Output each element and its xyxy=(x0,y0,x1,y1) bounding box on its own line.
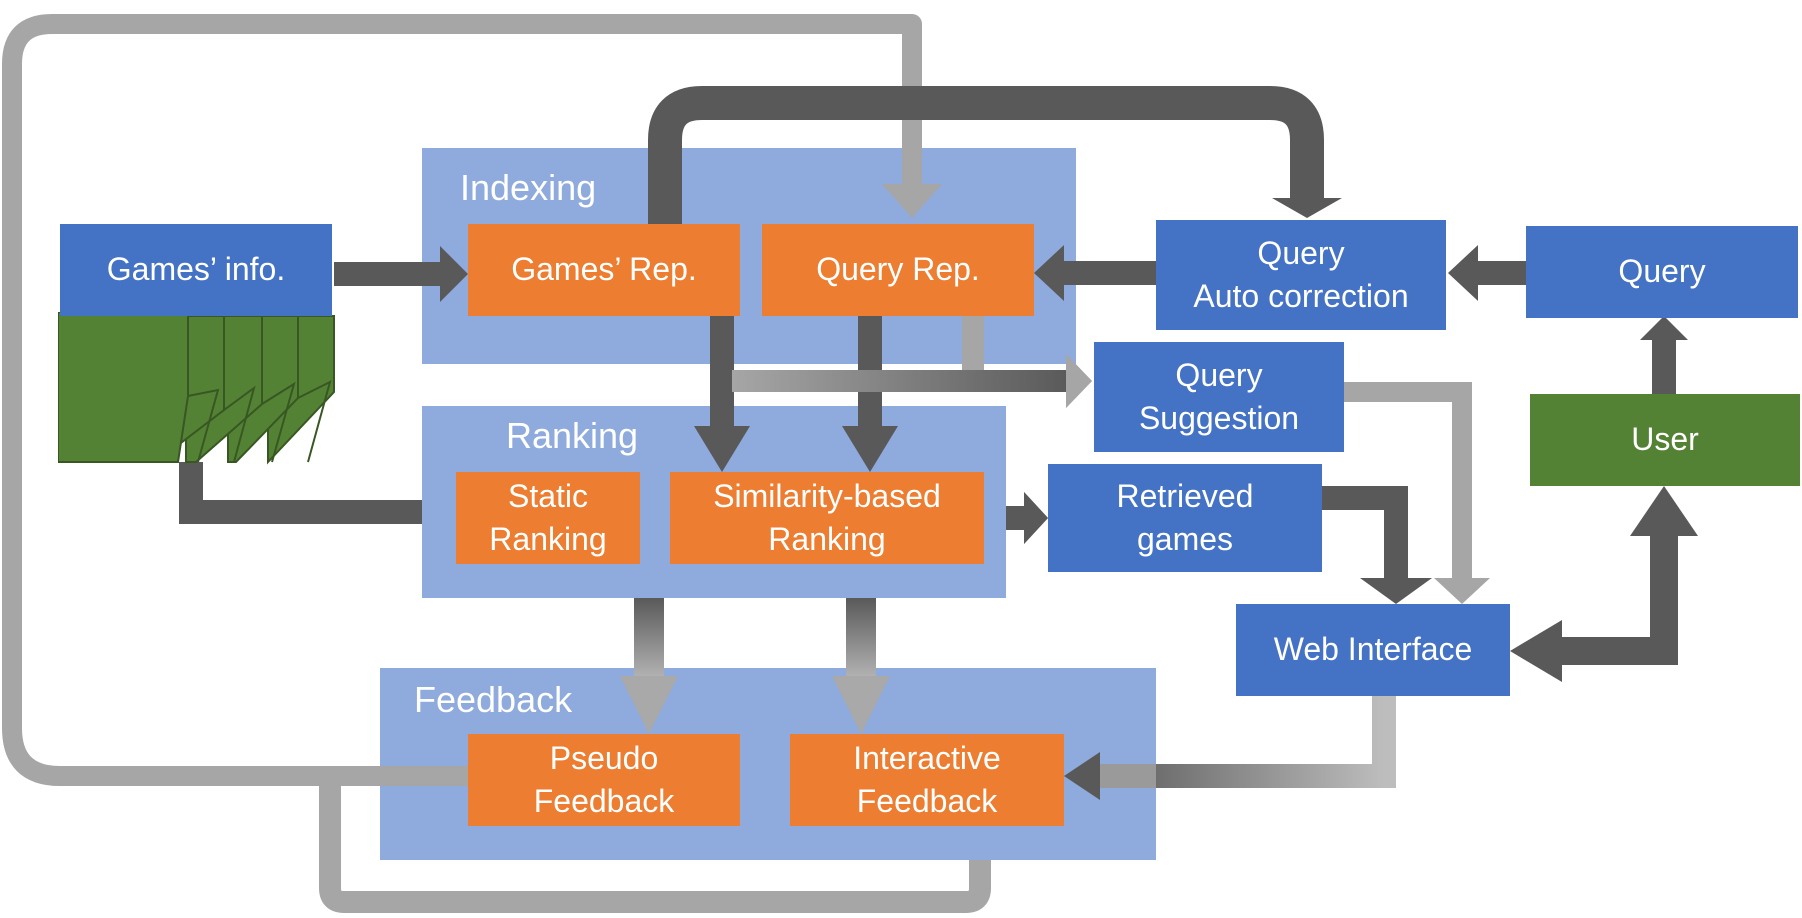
query-label: Query xyxy=(1618,253,1706,290)
arrow-rank-to-interactive-shaft xyxy=(846,598,876,678)
similarity-ranking-line-2: Ranking xyxy=(768,521,886,557)
retrieved-games-box: Retrieved games xyxy=(1048,464,1322,572)
arrowhead-into-autocorrect xyxy=(1272,198,1342,218)
loop-interactive-to-pseudo xyxy=(319,776,991,913)
arrow-web-to-user-head xyxy=(1630,486,1698,536)
arrow-user-to-query-head xyxy=(1640,316,1688,340)
games-rep-box: Games’ Rep. xyxy=(468,224,740,316)
query-auto-correction-line-1: Query xyxy=(1257,234,1345,271)
query-suggestion-line-1: Query xyxy=(1175,356,1263,393)
pseudo-feedback-line-2: Feedback xyxy=(533,783,675,819)
arrow-query-to-autocorrect-shaft xyxy=(1476,261,1526,285)
games-info-document-stack xyxy=(58,312,335,465)
similarity-ranking-line-1: Similarity-based xyxy=(713,477,941,514)
arrow-suggest-to-web xyxy=(1344,382,1472,580)
arrow-user-to-web-head xyxy=(1510,620,1562,682)
indexing-title: Indexing xyxy=(460,167,597,208)
arrow-qrep-to-suggest-shaft xyxy=(732,370,1072,392)
loop-games-rep-to-autocorrect xyxy=(648,86,1324,226)
user-label: User xyxy=(1631,421,1699,458)
query-rep-label: Query Rep. xyxy=(816,251,980,288)
feedback-title: Feedback xyxy=(414,679,573,720)
arrow-retrieved-to-web xyxy=(1322,486,1408,580)
query-suggestion-box: Query Suggestion xyxy=(1094,342,1344,452)
arrow-web-to-interactive xyxy=(1094,694,1396,788)
interactive-feedback-line-1: Interactive xyxy=(853,739,1001,776)
user-box: User xyxy=(1530,394,1800,486)
static-ranking-line-1: Static xyxy=(507,477,589,514)
pseudo-feedback-box: Pseudo Feedback xyxy=(468,734,740,826)
arrow-sim-to-retrieved-head xyxy=(1024,492,1048,544)
similarity-ranking-box: Similarity-based Ranking xyxy=(670,472,984,564)
retrieved-games-line-1: Retrieved xyxy=(1116,477,1254,514)
games-info-box: Games’ info. xyxy=(60,224,332,316)
arrow-autocorrect-to-qrep-shaft xyxy=(1062,261,1156,285)
query-suggestion-line-2: Suggestion xyxy=(1138,400,1300,436)
retrieved-games-line-2: games xyxy=(1136,521,1234,557)
loop-pseudo-to-query-rep xyxy=(2,14,922,786)
games-rep-label: Games’ Rep. xyxy=(511,251,697,288)
arrow-rank-to-pseudo-shaft xyxy=(634,598,664,678)
query-auto-correction-line-2: Auto correction xyxy=(1193,278,1409,314)
query-box: Query xyxy=(1526,226,1798,318)
web-interface-box: Web Interface xyxy=(1236,604,1510,696)
arrow-info-to-static xyxy=(179,462,434,524)
static-ranking-line-2: Ranking xyxy=(489,521,607,557)
arrow-web-user-connector xyxy=(1560,532,1678,665)
ranking-title: Ranking xyxy=(506,415,639,456)
query-auto-correction-box: Query Auto correction xyxy=(1156,220,1446,330)
static-ranking-box: Static Ranking xyxy=(456,472,640,564)
arrow-retrieved-to-web-head xyxy=(1360,578,1432,604)
arrow-suggest-to-web-head xyxy=(1434,578,1490,604)
interactive-feedback-line-2: Feedback xyxy=(856,783,998,819)
web-interface-label: Web Interface xyxy=(1273,631,1473,668)
pseudo-feedback-line-1: Pseudo xyxy=(549,739,659,776)
arrow-query-to-autocorrect-head xyxy=(1448,245,1478,301)
interactive-feedback-box: Interactive Feedback xyxy=(790,734,1064,826)
games-info-label: Games’ info. xyxy=(106,251,286,288)
arrow-user-to-query-shaft xyxy=(1652,336,1676,394)
query-rep-box: Query Rep. xyxy=(762,224,1034,316)
